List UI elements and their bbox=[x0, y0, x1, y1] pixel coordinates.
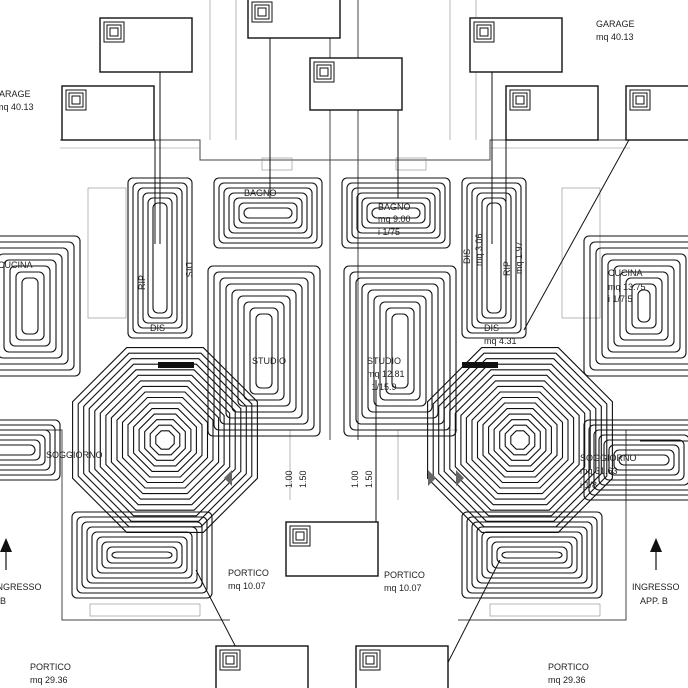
coil-cucina-left bbox=[0, 235, 81, 377]
spec-box bbox=[469, 17, 563, 73]
coil-portico-right bbox=[461, 511, 603, 599]
portico-bottom-left-name: PORTICO bbox=[30, 662, 71, 672]
spec-box bbox=[625, 85, 688, 141]
studio-right-vol: i 1/15.9 bbox=[367, 382, 397, 392]
stairs-left bbox=[87, 187, 127, 319]
soggiorno-right-vol: i 1/8 bbox=[580, 480, 597, 490]
portico-left-name: PORTICO bbox=[228, 568, 269, 578]
rip-left-name: RIP bbox=[137, 275, 147, 290]
coil-cucina-right bbox=[583, 235, 688, 377]
bagno-right-vol: i 1/75 bbox=[378, 227, 400, 237]
coil-soggiorno-left-ext bbox=[0, 419, 61, 481]
coil-dis-right bbox=[461, 177, 527, 339]
garage-right-name: GARAGE bbox=[596, 19, 635, 29]
spec-box bbox=[61, 85, 155, 141]
manifold-right bbox=[462, 362, 498, 368]
coil-bagno-left bbox=[213, 177, 323, 249]
rip-right-area: mq 1.97 bbox=[514, 241, 524, 274]
cucina-left-name: CUCINA bbox=[0, 260, 33, 270]
ingresso-left-name: INGRESSO bbox=[0, 582, 42, 592]
portico-bottom-right-area: mq 29.36 bbox=[548, 675, 586, 685]
ingresso-left-sub: B bbox=[0, 596, 6, 606]
bagno-left-name: BAGNO bbox=[244, 188, 277, 198]
coil-soggiorno-left bbox=[72, 347, 258, 533]
garage-left-name: GARAGE bbox=[0, 89, 31, 99]
soggiorno-left-name: SOGGIORNO bbox=[46, 450, 103, 460]
portico-bottom-left-area: mq 29.36 bbox=[30, 675, 68, 685]
spiral-coil-icon bbox=[251, 1, 273, 23]
dis2-left-name: DIS bbox=[150, 323, 165, 333]
spec-box bbox=[247, 0, 341, 39]
dim-3: 1.00 bbox=[350, 470, 360, 488]
studio-right-area: mq 12.81 bbox=[367, 369, 405, 379]
heating-coils bbox=[0, 177, 688, 599]
ingresso-right-name: INGRESSO bbox=[632, 582, 680, 592]
spiral-coil-icon bbox=[359, 649, 381, 671]
dis-right-area: mq 3.06 bbox=[474, 233, 484, 266]
cucina-right-vol: i 1/7.5 bbox=[608, 294, 633, 304]
soggiorno-right-name: SOGGIORNO bbox=[580, 453, 637, 463]
dis-left-name: DIS bbox=[184, 262, 194, 277]
coil-studio-left bbox=[207, 265, 321, 437]
door-marker-right bbox=[456, 470, 464, 486]
dis2-right-name: DIS bbox=[484, 323, 499, 333]
spiral-coil-icon bbox=[629, 89, 651, 111]
soggiorno-right-area: mq 31.63 bbox=[580, 466, 618, 476]
entrance-arrow-right-icon bbox=[650, 538, 662, 570]
dim-1: 1.00 bbox=[284, 470, 294, 488]
coil-bagno-right bbox=[341, 177, 451, 249]
dis-right-name: DIS bbox=[462, 249, 472, 264]
door-marker-left bbox=[224, 470, 232, 486]
manifold-left bbox=[158, 362, 194, 368]
coil-soggiorno-right-ext bbox=[583, 419, 688, 501]
portico-left-area: mq 10.07 bbox=[228, 581, 266, 591]
portico-right-area: mq 10.07 bbox=[384, 583, 422, 593]
coil-portico-left bbox=[71, 511, 213, 599]
ingresso-right-sub: APP. B bbox=[640, 596, 668, 606]
spec-box bbox=[99, 17, 193, 73]
portico-bottom-right-name: PORTICO bbox=[548, 662, 589, 672]
cucina-right-name: CUCINA bbox=[608, 268, 643, 278]
spiral-coil-icon bbox=[103, 21, 125, 43]
dim-4: 1.50 bbox=[364, 470, 374, 488]
spiral-coil-icon bbox=[473, 21, 495, 43]
spec-box bbox=[309, 57, 403, 111]
coil-studio-right bbox=[343, 265, 457, 437]
stairs-right bbox=[561, 187, 601, 319]
studio-right-name: STUDIO bbox=[367, 356, 401, 366]
rip-right-name: RIP bbox=[502, 261, 512, 276]
entrance-arrow-left-icon bbox=[0, 538, 12, 570]
spec-box bbox=[285, 521, 379, 577]
garage-left-area: mq 40.13 bbox=[0, 102, 34, 112]
dim-2: 1.50 bbox=[298, 470, 308, 488]
bagno-right-area: mq 9.00 bbox=[378, 214, 411, 224]
bagno-right-name: BAGNO bbox=[378, 202, 411, 212]
portico-right-name: PORTICO bbox=[384, 570, 425, 580]
spiral-coil-icon bbox=[65, 89, 87, 111]
cucina-right-area: mq 13.75 bbox=[608, 282, 646, 292]
coil-soggiorno-right bbox=[427, 347, 613, 533]
spiral-coil-icon bbox=[313, 61, 335, 83]
garage-right-area: mq 40.13 bbox=[596, 32, 634, 42]
spec-box bbox=[505, 85, 599, 141]
spiral-coil-icon bbox=[219, 649, 241, 671]
spiral-coil-icon bbox=[289, 525, 311, 547]
studio-left-name: STUDIO bbox=[252, 356, 286, 366]
dis2-right-area: mq 4.31 bbox=[484, 336, 517, 346]
spiral-coil-icon bbox=[509, 89, 531, 111]
door-marker-center bbox=[428, 470, 436, 486]
